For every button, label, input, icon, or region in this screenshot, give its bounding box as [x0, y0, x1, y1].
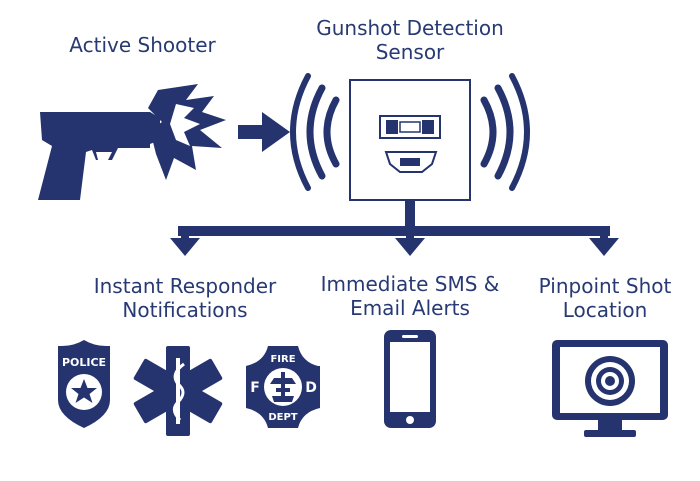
police-badge-text: POLICE — [62, 356, 106, 369]
sms-email-alerts-label: Immediate SMS & Email Alerts — [320, 272, 500, 320]
smartphone-icon — [384, 330, 436, 428]
fire-badge-bottom-text: DEPT — [268, 412, 297, 423]
police-badge-icon: POLICE — [58, 340, 110, 428]
fire-badge-left-letter: F — [250, 380, 260, 396]
fire-dept-badge-icon: FIRE DEPT F D — [246, 346, 320, 428]
fire-badge-top-text: FIRE — [270, 354, 295, 365]
responder-notifications-label: Instant Responder Notifications — [93, 274, 277, 322]
connector-tree — [170, 200, 619, 256]
gunshot-burst-icon — [148, 84, 226, 180]
fire-badge-right-letter: D — [305, 380, 317, 396]
sensor-label: Gunshot Detection Sensor — [316, 16, 504, 64]
monitor-target-icon — [552, 340, 668, 437]
star-of-life-icon — [133, 346, 223, 436]
pistol-icon — [38, 112, 160, 200]
signal-waves-icon — [290, 73, 530, 191]
active-shooter-label: Active Shooter — [69, 33, 216, 57]
sensor-icon — [349, 79, 471, 201]
arrow-right-icon — [238, 112, 290, 152]
pinpoint-location-label: Pinpoint Shot Location — [538, 274, 672, 322]
